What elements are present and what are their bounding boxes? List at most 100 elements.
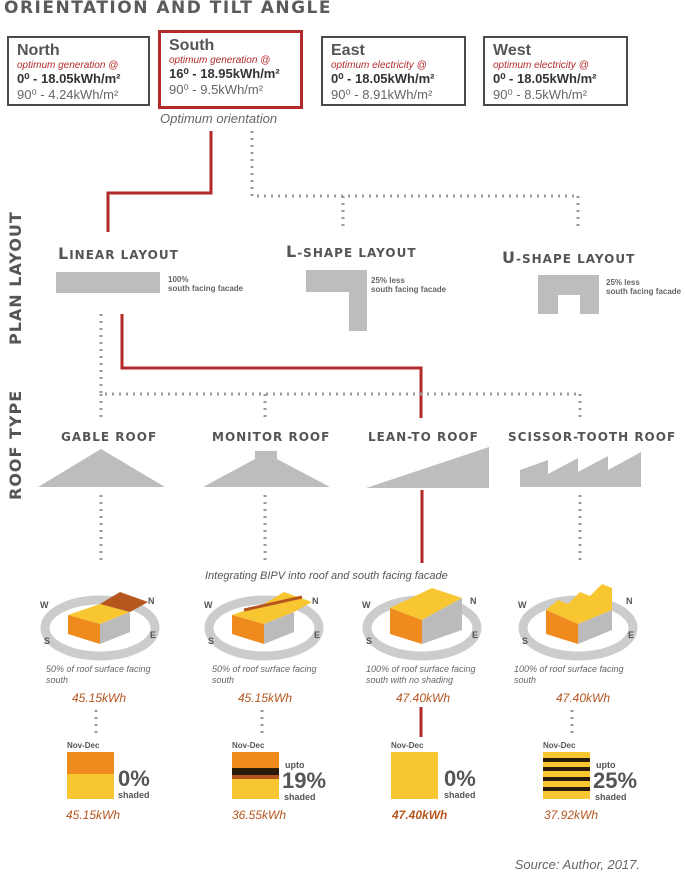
caption-line-2: south xyxy=(46,675,69,685)
shade-energy: 45.15kWh xyxy=(66,808,121,822)
compass-w: W xyxy=(40,600,49,610)
shade-pct: 19% xyxy=(282,768,327,793)
roof-energy: 47.40kWh xyxy=(396,691,451,705)
orientation-value-1: 0⁰ - 18.05kWh/m² xyxy=(17,71,121,86)
orientation-box-west: West optimum electricity @ 0⁰ - 18.05kWh… xyxy=(483,36,628,106)
caption-line-1: 50% of roof surface facing xyxy=(46,664,151,674)
roof-energy: 45.15kWh xyxy=(72,691,127,705)
caption-line-2: south with no shading xyxy=(366,675,454,685)
compass-w: W xyxy=(518,600,527,610)
source-note: Source: Author, 2017. xyxy=(514,857,640,872)
compass-w: W xyxy=(204,600,213,610)
monitor-building-diagram xyxy=(204,592,324,661)
layout-note-2: south facing facade xyxy=(606,287,682,296)
monitor-roof-shape xyxy=(203,451,330,487)
l-shape-layout-shape xyxy=(306,270,367,331)
shade-pct: 0% xyxy=(444,766,476,791)
orientation-name: North xyxy=(17,42,60,59)
linear-layout-shape xyxy=(56,272,160,293)
layout-note-1: 25% less xyxy=(371,276,405,285)
compass-s: S xyxy=(522,636,529,646)
orientation-sub: optimum electricity @ xyxy=(493,60,589,71)
layout-note-1: 100% xyxy=(168,275,189,284)
linear-layout-label: LINEAR LAYOUT xyxy=(58,244,179,263)
orientation-name: South xyxy=(169,37,215,54)
l-shape-layout-label: L-SHAPE LAYOUT xyxy=(286,242,417,261)
shade-panel-monitor xyxy=(232,752,279,799)
linear-layout-note: 100%south facing facade xyxy=(168,275,243,293)
shade-pct: 0% xyxy=(118,766,150,791)
compass-n: N xyxy=(312,596,319,606)
orientation-name: East xyxy=(331,42,365,59)
bipv-caption: Integrating BIPV into roof and south fac… xyxy=(205,570,448,582)
caption-line-1: 50% of roof surface facing xyxy=(212,664,317,674)
layout-note-1: 25% less xyxy=(606,278,640,287)
layout-rest: -SHAPE LAYOUT xyxy=(516,252,636,266)
shade-panel-gable xyxy=(67,752,114,799)
red-path-orientation xyxy=(106,131,213,232)
orientation-name: West xyxy=(493,42,531,59)
optimum-orientation-caption: Optimum orientation xyxy=(160,111,278,126)
scissor-tooth-building-diagram xyxy=(518,584,638,661)
compass-n: N xyxy=(626,596,633,606)
roof-type-side-label: ROOF TYPE xyxy=(6,389,25,500)
roof-energy: 47.40kWh xyxy=(556,691,611,705)
shade-period: Nov-Dec xyxy=(391,741,424,750)
dotted-path-orientation xyxy=(250,131,578,198)
orientation-value-2: 90⁰ - 4.24kWh/m² xyxy=(17,87,119,102)
red-path-layout xyxy=(120,314,423,418)
lean-to-roof-shape xyxy=(366,447,489,488)
dotted-path-layout xyxy=(99,314,580,396)
gable-building-diagram xyxy=(40,592,160,661)
roof-energy: 45.15kWh xyxy=(238,691,293,705)
shade-period: Nov-Dec xyxy=(543,741,576,750)
compass-n: N xyxy=(148,596,155,606)
shade-panel-lean-to xyxy=(391,752,438,799)
u-shape-layout-label: U-SHAPE LAYOUT xyxy=(502,248,635,267)
compass-e: E xyxy=(150,630,157,640)
gable-roof-shape xyxy=(38,449,165,487)
orientation-value-1: 0⁰ - 18.05kWh/m² xyxy=(493,71,597,86)
orientation-sub: optimum electricity @ xyxy=(331,60,427,71)
orientation-box-north: North optimum generation @ 0⁰ - 18.05kWh… xyxy=(7,36,150,106)
shade-label: shaded xyxy=(118,790,150,800)
caption-line-2: south xyxy=(212,675,235,685)
layout-initial: U xyxy=(502,248,516,267)
compass-s: S xyxy=(366,636,373,646)
lean-to-roof-label: LEAN-TO ROOF xyxy=(368,430,479,444)
compass-e: E xyxy=(314,630,321,640)
orientation-sub: optimum generation @ xyxy=(17,60,119,71)
shade-energy: 37.92kWh xyxy=(544,808,599,822)
orientation-value-2: 90⁰ - 9.5kWh/m² xyxy=(169,82,264,97)
shade-upto: upto xyxy=(596,760,616,770)
shade-label: shaded xyxy=(284,792,316,802)
orientation-value-2: 90⁰ - 8.91kWh/m² xyxy=(331,87,433,102)
shade-upto: upto xyxy=(285,760,305,770)
compass-n: N xyxy=(470,596,477,606)
layout-rest: INEAR LAYOUT xyxy=(69,248,179,262)
u-shape-layout-shape xyxy=(538,275,599,314)
layout-initial: L xyxy=(58,244,70,263)
compass-e: E xyxy=(472,630,479,640)
compass-s: S xyxy=(44,636,51,646)
shade-pct: 25% xyxy=(593,768,638,793)
shade-energy: 47.40kWh xyxy=(392,808,448,822)
scissor-tooth-roof-shape xyxy=(520,452,641,487)
scissor-tooth-roof-label: SCISSOR-TOOTH ROOF xyxy=(508,430,677,444)
shade-period: Nov-Dec xyxy=(67,741,100,750)
lean-to-building-diagram xyxy=(362,588,482,661)
compass-e: E xyxy=(628,630,635,640)
layout-initial: L xyxy=(286,242,298,261)
gable-roof-label: GABLE ROOF xyxy=(61,430,158,444)
shade-panel-scissor-tooth xyxy=(543,752,590,799)
orientation-box-east: East optimum electricity @ 0⁰ - 18.05kWh… xyxy=(321,36,466,106)
monitor-roof-label: MONITOR ROOF xyxy=(212,430,331,444)
orientation-sub: optimum generation @ xyxy=(169,55,271,66)
